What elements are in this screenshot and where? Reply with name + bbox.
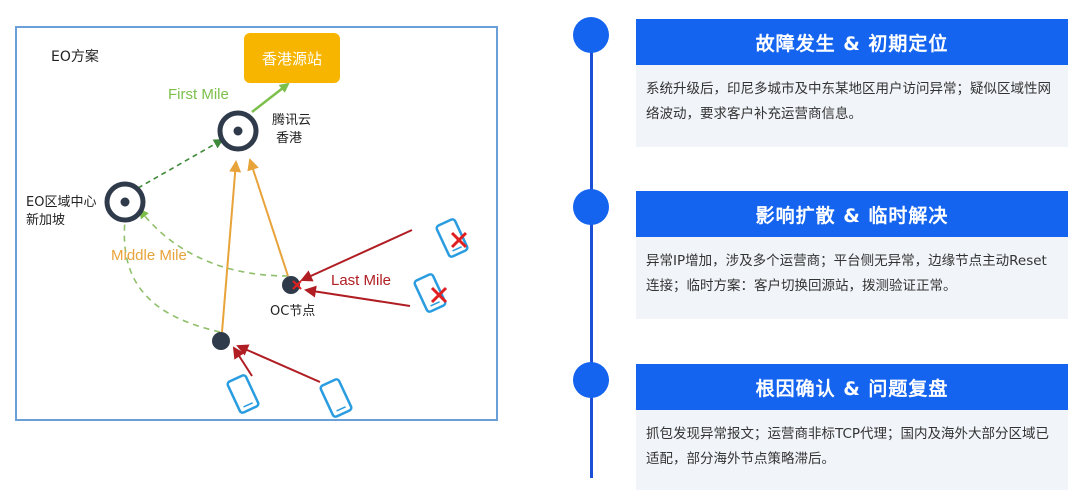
middle-mile-label: Middle Mile bbox=[111, 247, 187, 264]
timeline-dot bbox=[573, 189, 609, 225]
step-3-body: 抓包发现异常报文；运营商非标TCP代理；国内及海外大部分区域已适配，部分海外节点… bbox=[636, 410, 1068, 490]
device-arrow-right bbox=[236, 344, 321, 383]
scheme-title: EO方案 bbox=[51, 49, 99, 65]
step-2-title: 影响扩散 & 临时解决 bbox=[636, 191, 1068, 237]
oc-node-icon bbox=[282, 276, 302, 294]
diagram-frame bbox=[15, 26, 498, 421]
sg-to-hk-dashed-arrow bbox=[137, 139, 224, 189]
phone-icon bbox=[226, 374, 260, 414]
origin-server-box: 香港源站 bbox=[244, 33, 340, 83]
hk-node-label-line1: 腾讯云 bbox=[272, 113, 312, 128]
step-1-title: 故障发生 & 初期定位 bbox=[636, 19, 1068, 65]
orange-arrow-oc-to-hk bbox=[247, 158, 289, 277]
hk-node-icon bbox=[217, 110, 259, 152]
sg-node-icon bbox=[104, 181, 146, 223]
error-x-icon bbox=[430, 286, 448, 304]
orange-arrow-node-to-hk bbox=[221, 160, 242, 333]
error-x-icon bbox=[450, 231, 468, 249]
step-1-body: 系统升级后，印尼多城市及中东某地区用户访问异常；疑似区域性网络波动，要求客户补充… bbox=[636, 65, 1068, 147]
oc-node-label: OC节点 bbox=[270, 304, 316, 319]
hk-node-label-line2: 香港 bbox=[276, 131, 303, 146]
middle-mile-curve-oc bbox=[138, 208, 289, 277]
step-3-title: 根因确认 & 问题复盘 bbox=[636, 364, 1068, 410]
sg-node-label-line2: 新加坡 bbox=[26, 213, 66, 228]
middle-mile-curve-node bbox=[119, 210, 221, 333]
device-arrow-left bbox=[232, 346, 253, 377]
timeline-line bbox=[590, 20, 593, 478]
phone-error-icon bbox=[435, 218, 469, 258]
sg-node-label-line1: EO区域中心 bbox=[26, 195, 97, 210]
last-mile-arrow-top bbox=[300, 229, 413, 282]
step-2-body: 异常IP增加，涉及多个运营商；平台侧无异常，边缘节点主动Reset连接；临时方案… bbox=[636, 237, 1068, 319]
phone-icon bbox=[319, 378, 353, 418]
architecture-diagram bbox=[15, 26, 498, 421]
access-node-icon bbox=[212, 332, 230, 350]
timeline-dot bbox=[573, 17, 609, 53]
phone-error-icon bbox=[413, 273, 447, 313]
last-mile-arrow-bottom bbox=[304, 285, 411, 307]
last-mile-label: Last Mile bbox=[331, 272, 392, 289]
timeline-dot bbox=[573, 362, 609, 398]
first-mile-arrow bbox=[251, 82, 290, 113]
first-mile-label: First Mile bbox=[168, 86, 229, 103]
